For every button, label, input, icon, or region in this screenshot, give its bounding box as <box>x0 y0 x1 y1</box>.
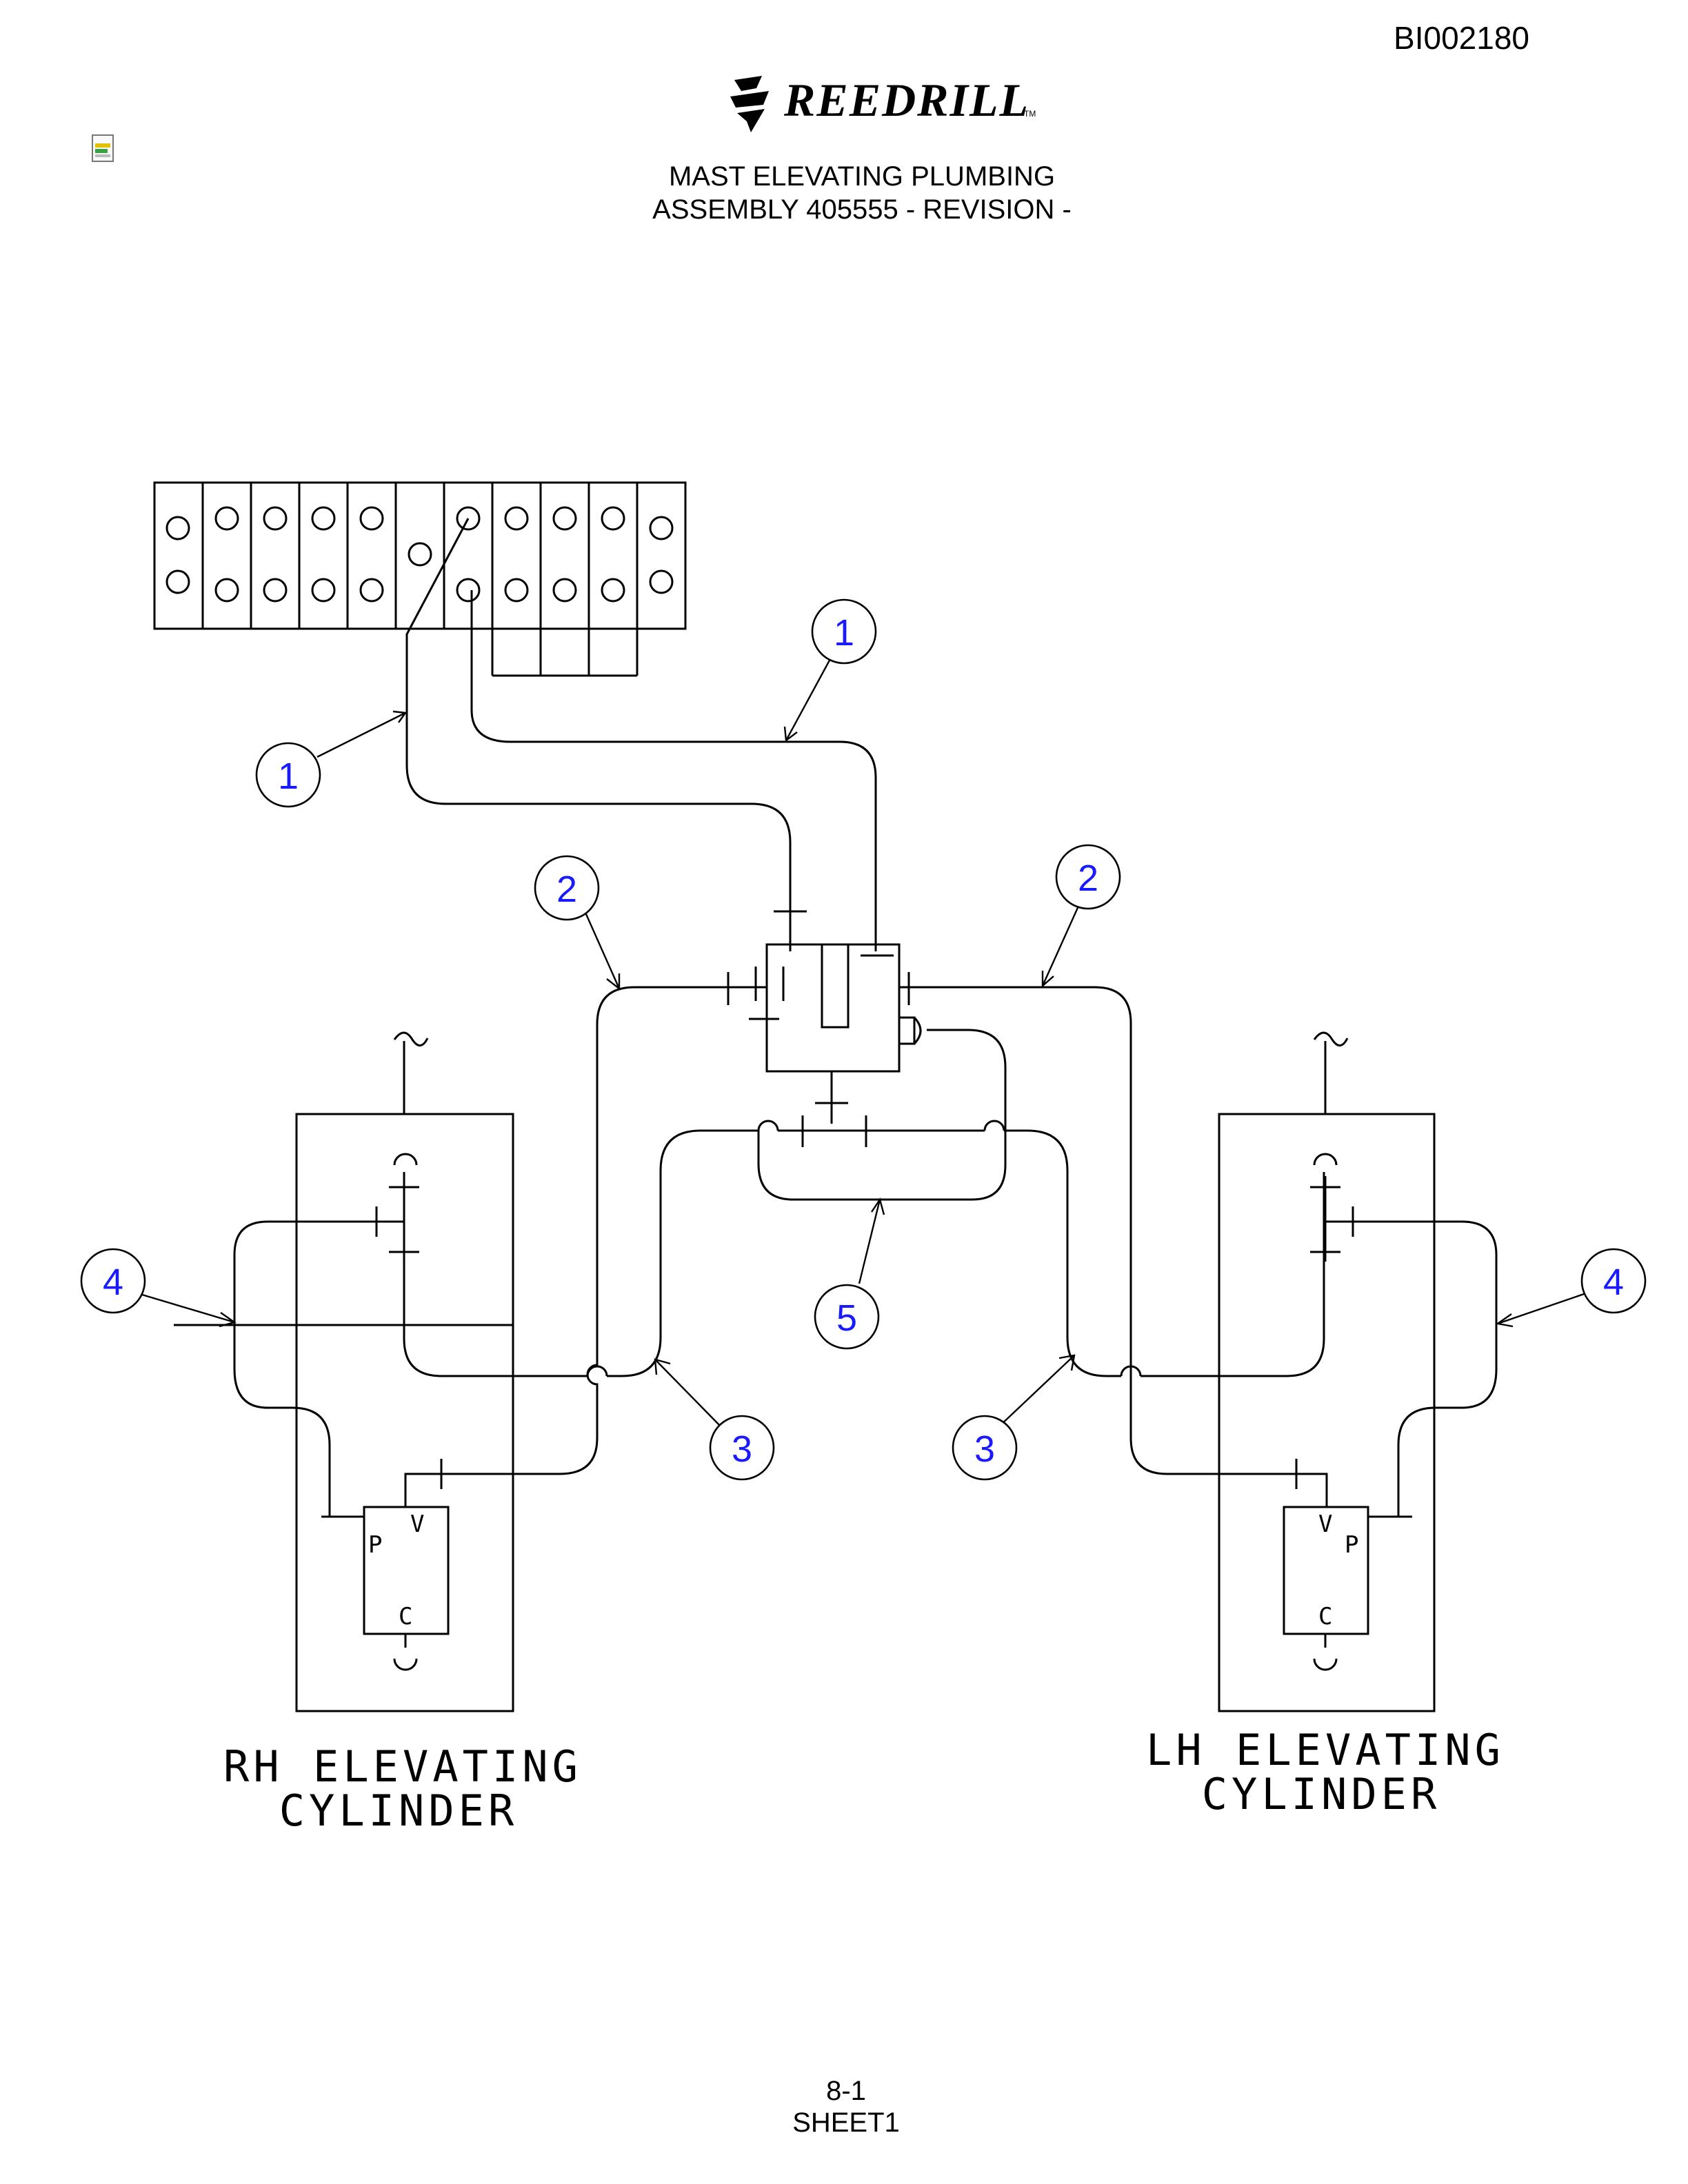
valve-bank <box>153 481 687 677</box>
hose-1-right <box>470 590 877 951</box>
sheet-label: SHEET1 <box>792 2107 900 2138</box>
rh-port-p-label: P <box>368 1531 382 1559</box>
callout-3-left: 3 <box>709 1415 775 1481</box>
rh-port-c-label: C <box>399 1603 412 1630</box>
callout-4-right: 4 <box>1580 1248 1647 1314</box>
page-number: 8-1 <box>826 2076 866 2106</box>
hose-2-right <box>899 972 1296 1475</box>
hose-3-right <box>1004 1129 1325 1377</box>
callout-4-left: 4 <box>80 1248 146 1314</box>
trademark-mark: TM <box>1024 109 1036 119</box>
reedrill-logo: REEDRILL TM <box>721 73 1038 135</box>
lh-cylinder-label-line1: LH ELEVATING <box>1146 1725 1505 1775</box>
callout-2-left-label: 2 <box>556 869 577 910</box>
lh-port-c-label: C <box>1318 1603 1332 1630</box>
callout-1-right: 1 <box>811 598 877 665</box>
callout-3-left-label: 3 <box>732 1428 752 1470</box>
callout-4-right-label: 4 <box>1603 1262 1624 1303</box>
document-id: BI002180 <box>1394 20 1529 56</box>
lh-port-v-label: V <box>1318 1510 1332 1538</box>
page-footer: 8-1 SHEET1 <box>0 2075 1688 2138</box>
callout-1-left-label: 1 <box>278 756 299 797</box>
callout-3-right-label: 3 <box>974 1428 995 1470</box>
hose-1-left <box>405 518 792 951</box>
callout-5: 5 <box>814 1284 880 1350</box>
title-line-1: MAST ELEVATING PLUMBING <box>668 161 1056 192</box>
lh-port-p-label: P <box>1345 1531 1358 1559</box>
central-valve-block <box>754 943 922 1124</box>
hose-3-left <box>403 1129 758 1377</box>
callout-leaders <box>141 658 1587 1428</box>
brand-name: REEDRILL <box>784 74 1030 126</box>
callout-3-right: 3 <box>952 1415 1018 1481</box>
drill-bit-logo-icon <box>730 76 769 132</box>
callout-2-right: 2 <box>1055 844 1121 910</box>
rh-elevating-cylinder: V P C <box>174 1031 514 1712</box>
lh-cylinder-label-line2: CYLINDER <box>1202 1769 1441 1819</box>
callout-4-left-label: 4 <box>103 1262 123 1303</box>
callout-1-right-label: 1 <box>834 612 854 654</box>
callout-5-label: 5 <box>836 1297 857 1339</box>
attachment-note-icon[interactable] <box>90 134 119 164</box>
callout-2-left: 2 <box>534 855 600 921</box>
page-title: MAST ELEVATING PLUMBING ASSEMBLY 405555 … <box>0 160 1688 226</box>
rh-cylinder-label-line2: CYLINDER <box>279 1786 519 1836</box>
callout-1-left: 1 <box>255 742 321 808</box>
rh-port-v-label: V <box>410 1510 424 1538</box>
hose-5 <box>757 1029 1007 1201</box>
lh-elevating-cylinder: V P C <box>1218 1031 1498 1712</box>
hose-2-left <box>441 972 779 1475</box>
rh-cylinder-label-line1: RH ELEVATING <box>223 1741 582 1792</box>
callout-2-right-label: 2 <box>1078 858 1098 899</box>
title-line-2: ASSEMBLY 405555 - REVISION - <box>652 194 1072 225</box>
